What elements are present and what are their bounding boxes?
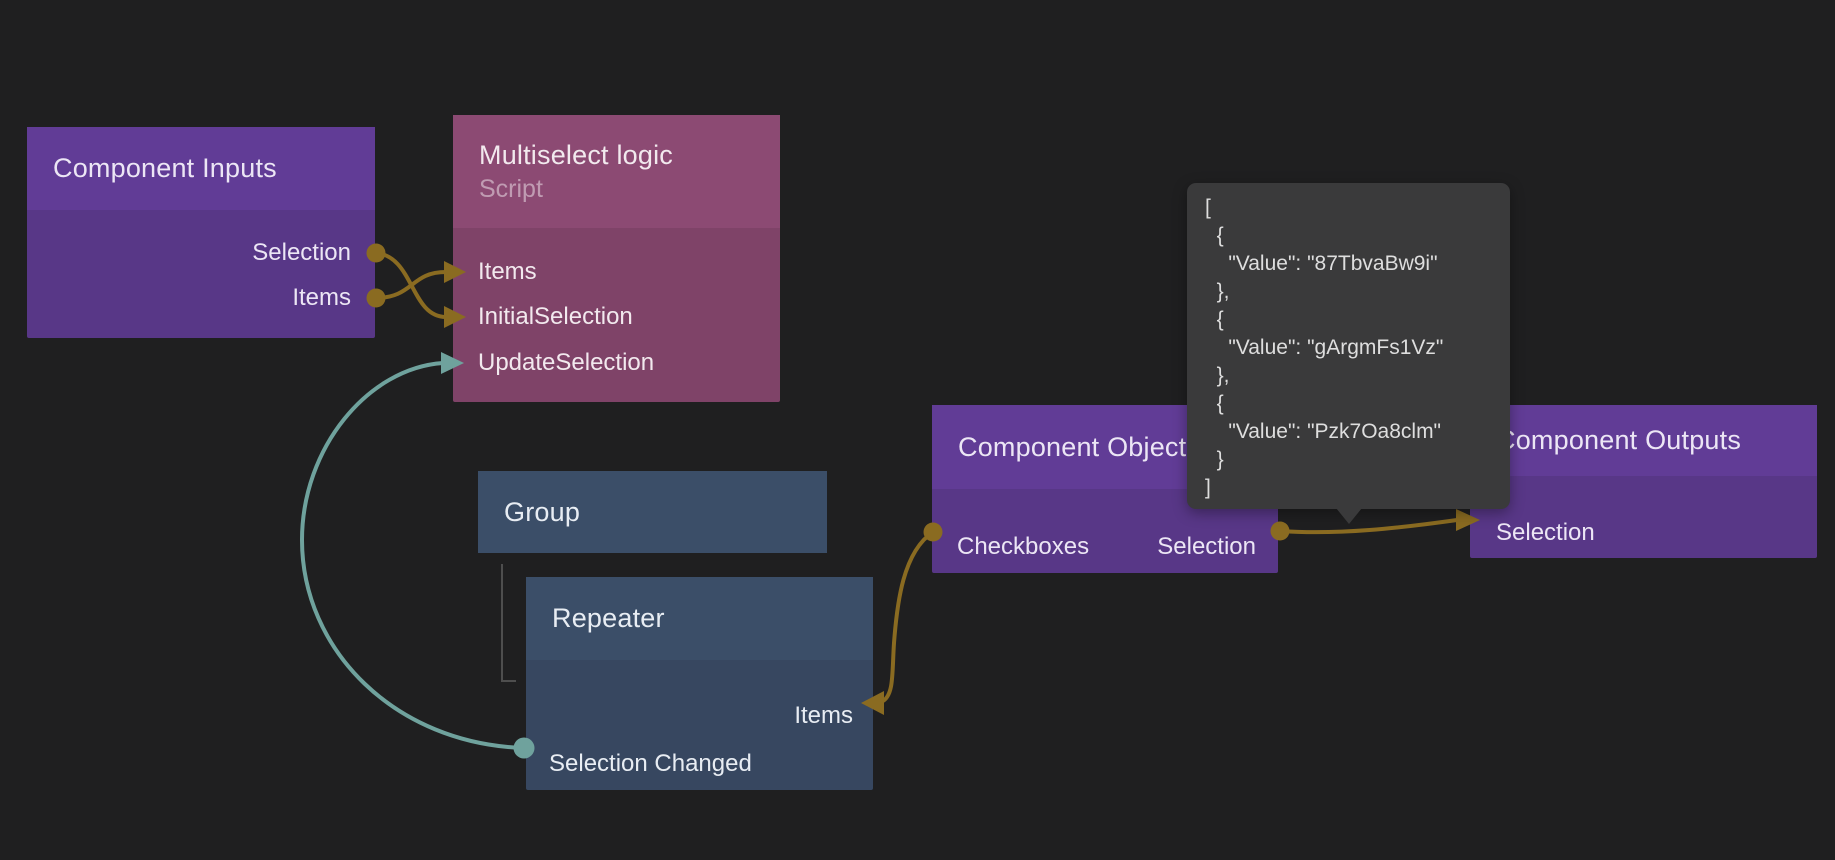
- node-title: Group: [504, 496, 581, 527]
- node-repeater[interactable]: Repeater Items Selection Changed: [526, 577, 873, 790]
- connection-checkboxes-to-repeater-items[interactable]: [881, 530, 935, 703]
- connection-selectionchanged-to-updateselection[interactable]: [299, 361, 525, 750]
- tooltip-json-text: [ { "Value": "87TbvaBw9i" }, { "Value": …: [1205, 196, 1444, 499]
- node-header: Repeater: [526, 577, 873, 660]
- port-selection-changed-output[interactable]: Selection Changed: [549, 750, 752, 777]
- node-header: Component Outputs: [1470, 405, 1817, 476]
- port-initialselection-input[interactable]: InitialSelection: [478, 303, 633, 330]
- port-dot-repeater-selectionchanged-icon[interactable]: [513, 737, 535, 759]
- port-dot-inputs-selection-icon[interactable]: [366, 243, 386, 263]
- port-checkboxes[interactable]: Checkboxes: [957, 533, 1090, 560]
- node-title: Component Object: [958, 431, 1187, 462]
- arrow-repeater-items-input-icon[interactable]: [861, 691, 884, 715]
- arrow-outputs-selection-input-icon[interactable]: [1456, 509, 1480, 531]
- port-dot-object-selection-icon[interactable]: [1270, 521, 1290, 541]
- arrow-updateselection-input-icon[interactable]: [441, 352, 464, 374]
- port-selection-input[interactable]: Selection: [1496, 519, 1595, 546]
- port-selection-output[interactable]: Selection: [252, 239, 351, 266]
- node-title: Repeater: [552, 603, 665, 633]
- node-header: Component Inputs: [27, 127, 375, 210]
- hierarchy-connector-group-repeater: [501, 564, 516, 682]
- node-subtitle: Script: [479, 174, 543, 203]
- port-items-output[interactable]: Items: [292, 284, 351, 311]
- node-multiselect-logic[interactable]: Multiselect logic Script Items InitialSe…: [453, 115, 780, 402]
- node-title: Component Outputs: [1496, 425, 1742, 455]
- port-items-input[interactable]: Items: [794, 702, 853, 729]
- port-updateselection-input[interactable]: UpdateSelection: [478, 349, 655, 376]
- port-selection-output[interactable]: Selection: [1157, 533, 1256, 560]
- node-group[interactable]: Group: [478, 471, 827, 553]
- node-title: Multiselect logic: [479, 139, 673, 170]
- node-title: Component Inputs: [53, 153, 277, 183]
- arrow-initialselection-input-icon[interactable]: [444, 306, 466, 328]
- node-component-inputs[interactable]: Component Inputs Selection Items: [27, 127, 375, 338]
- port-dot-inputs-items-icon[interactable]: [366, 288, 386, 308]
- node-header: Multiselect logic Script: [453, 115, 780, 228]
- node-component-outputs[interactable]: Component Outputs Selection: [1470, 405, 1817, 558]
- node-header: Group: [478, 471, 827, 553]
- arrow-items-input-icon[interactable]: [444, 261, 466, 283]
- connection-items-to-items[interactable]: [374, 270, 447, 300]
- port-dot-object-checkboxes-icon[interactable]: [923, 522, 943, 542]
- tooltip-pointer-icon: [1336, 508, 1362, 524]
- connection-objectselection-to-outputselection[interactable]: [1279, 518, 1458, 535]
- port-items-input[interactable]: Items: [478, 258, 537, 285]
- value-preview-tooltip: [ { "Value": "87TbvaBw9i" }, { "Value": …: [1187, 183, 1510, 509]
